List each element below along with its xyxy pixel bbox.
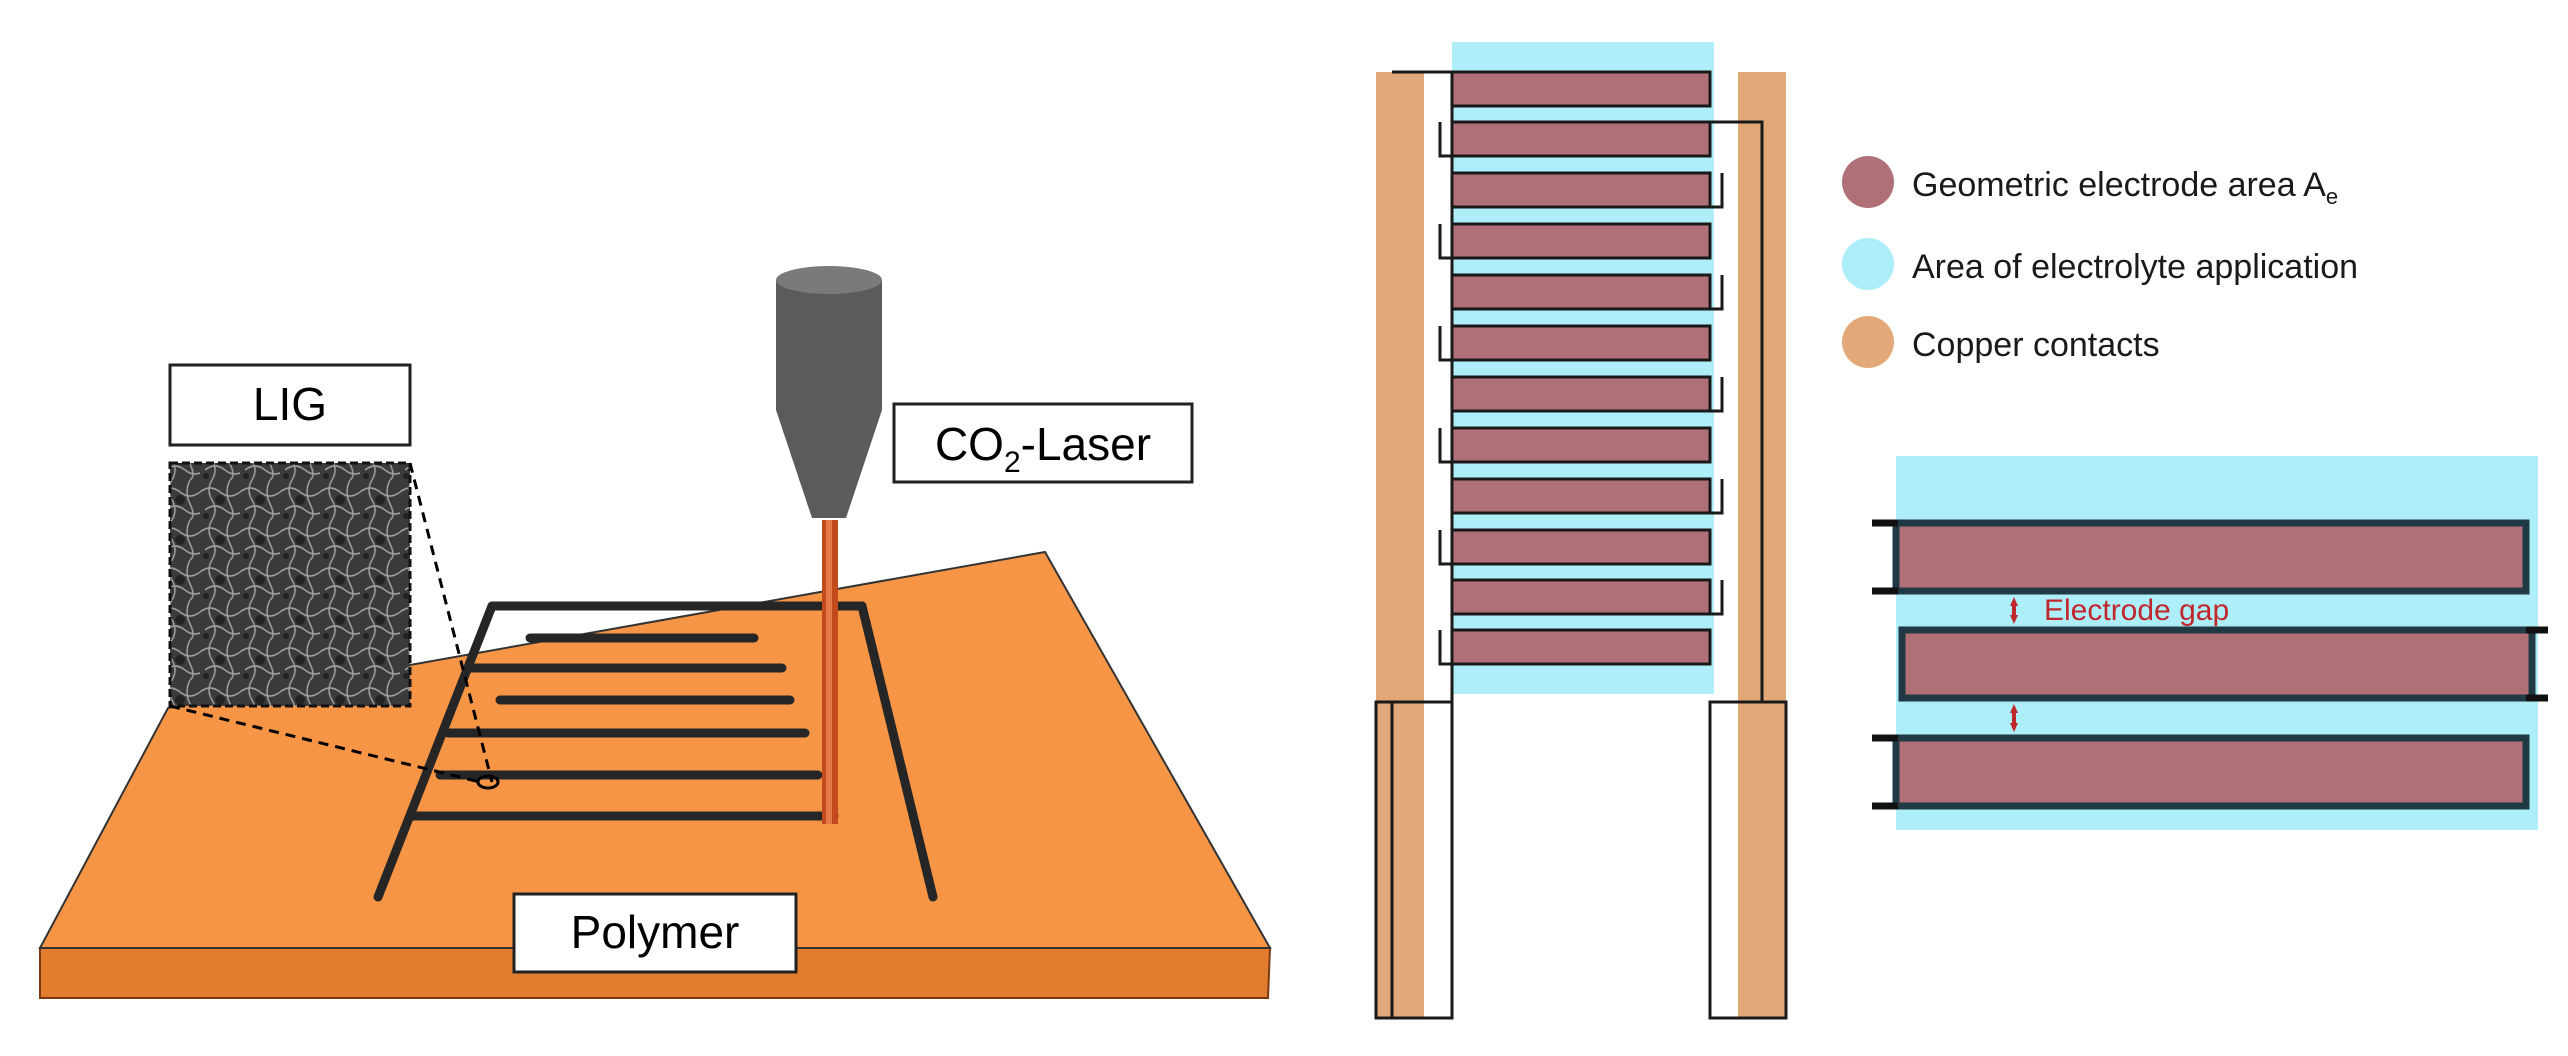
svg-text:Copper contacts: Copper contacts xyxy=(1912,326,2160,364)
laser-label-box: CO2-Laser xyxy=(892,402,1194,484)
lig-label: LIG xyxy=(253,378,327,430)
lig-trace-pattern xyxy=(373,601,938,902)
legend: Geometric electrode area Ae Area of elec… xyxy=(1842,156,2358,368)
legend-item-electrolyte-area: Area of electrolyte application xyxy=(1842,238,2358,290)
electrode-gap-label: Electrode gap xyxy=(2044,594,2229,627)
electrode-gap-detail: Electrode gap xyxy=(1872,456,2548,830)
electrode-outline xyxy=(1374,70,1788,1020)
svg-text:Geometric electrode area Ae: Geometric electrode area Ae xyxy=(1912,166,2338,209)
polymer-label: Polymer xyxy=(571,906,740,958)
copper-contacts xyxy=(1376,72,1786,1018)
co2-laser-head xyxy=(776,266,882,518)
legend-item-electrode-area: Geometric electrode area Ae xyxy=(1842,156,2338,209)
laser-beam xyxy=(822,520,838,824)
lig-label-box: LIG xyxy=(168,363,412,447)
legend-item-copper-contacts: Copper contacts xyxy=(1842,316,2160,368)
polymer-label-box: Polymer xyxy=(512,892,798,974)
lig-sem-inset xyxy=(168,461,500,790)
svg-text:Area of electrolyte applicatio: Area of electrolyte application xyxy=(1912,248,2358,286)
electrode-fingers xyxy=(1450,70,1712,666)
laser-label: CO2-Laser xyxy=(935,418,1151,479)
